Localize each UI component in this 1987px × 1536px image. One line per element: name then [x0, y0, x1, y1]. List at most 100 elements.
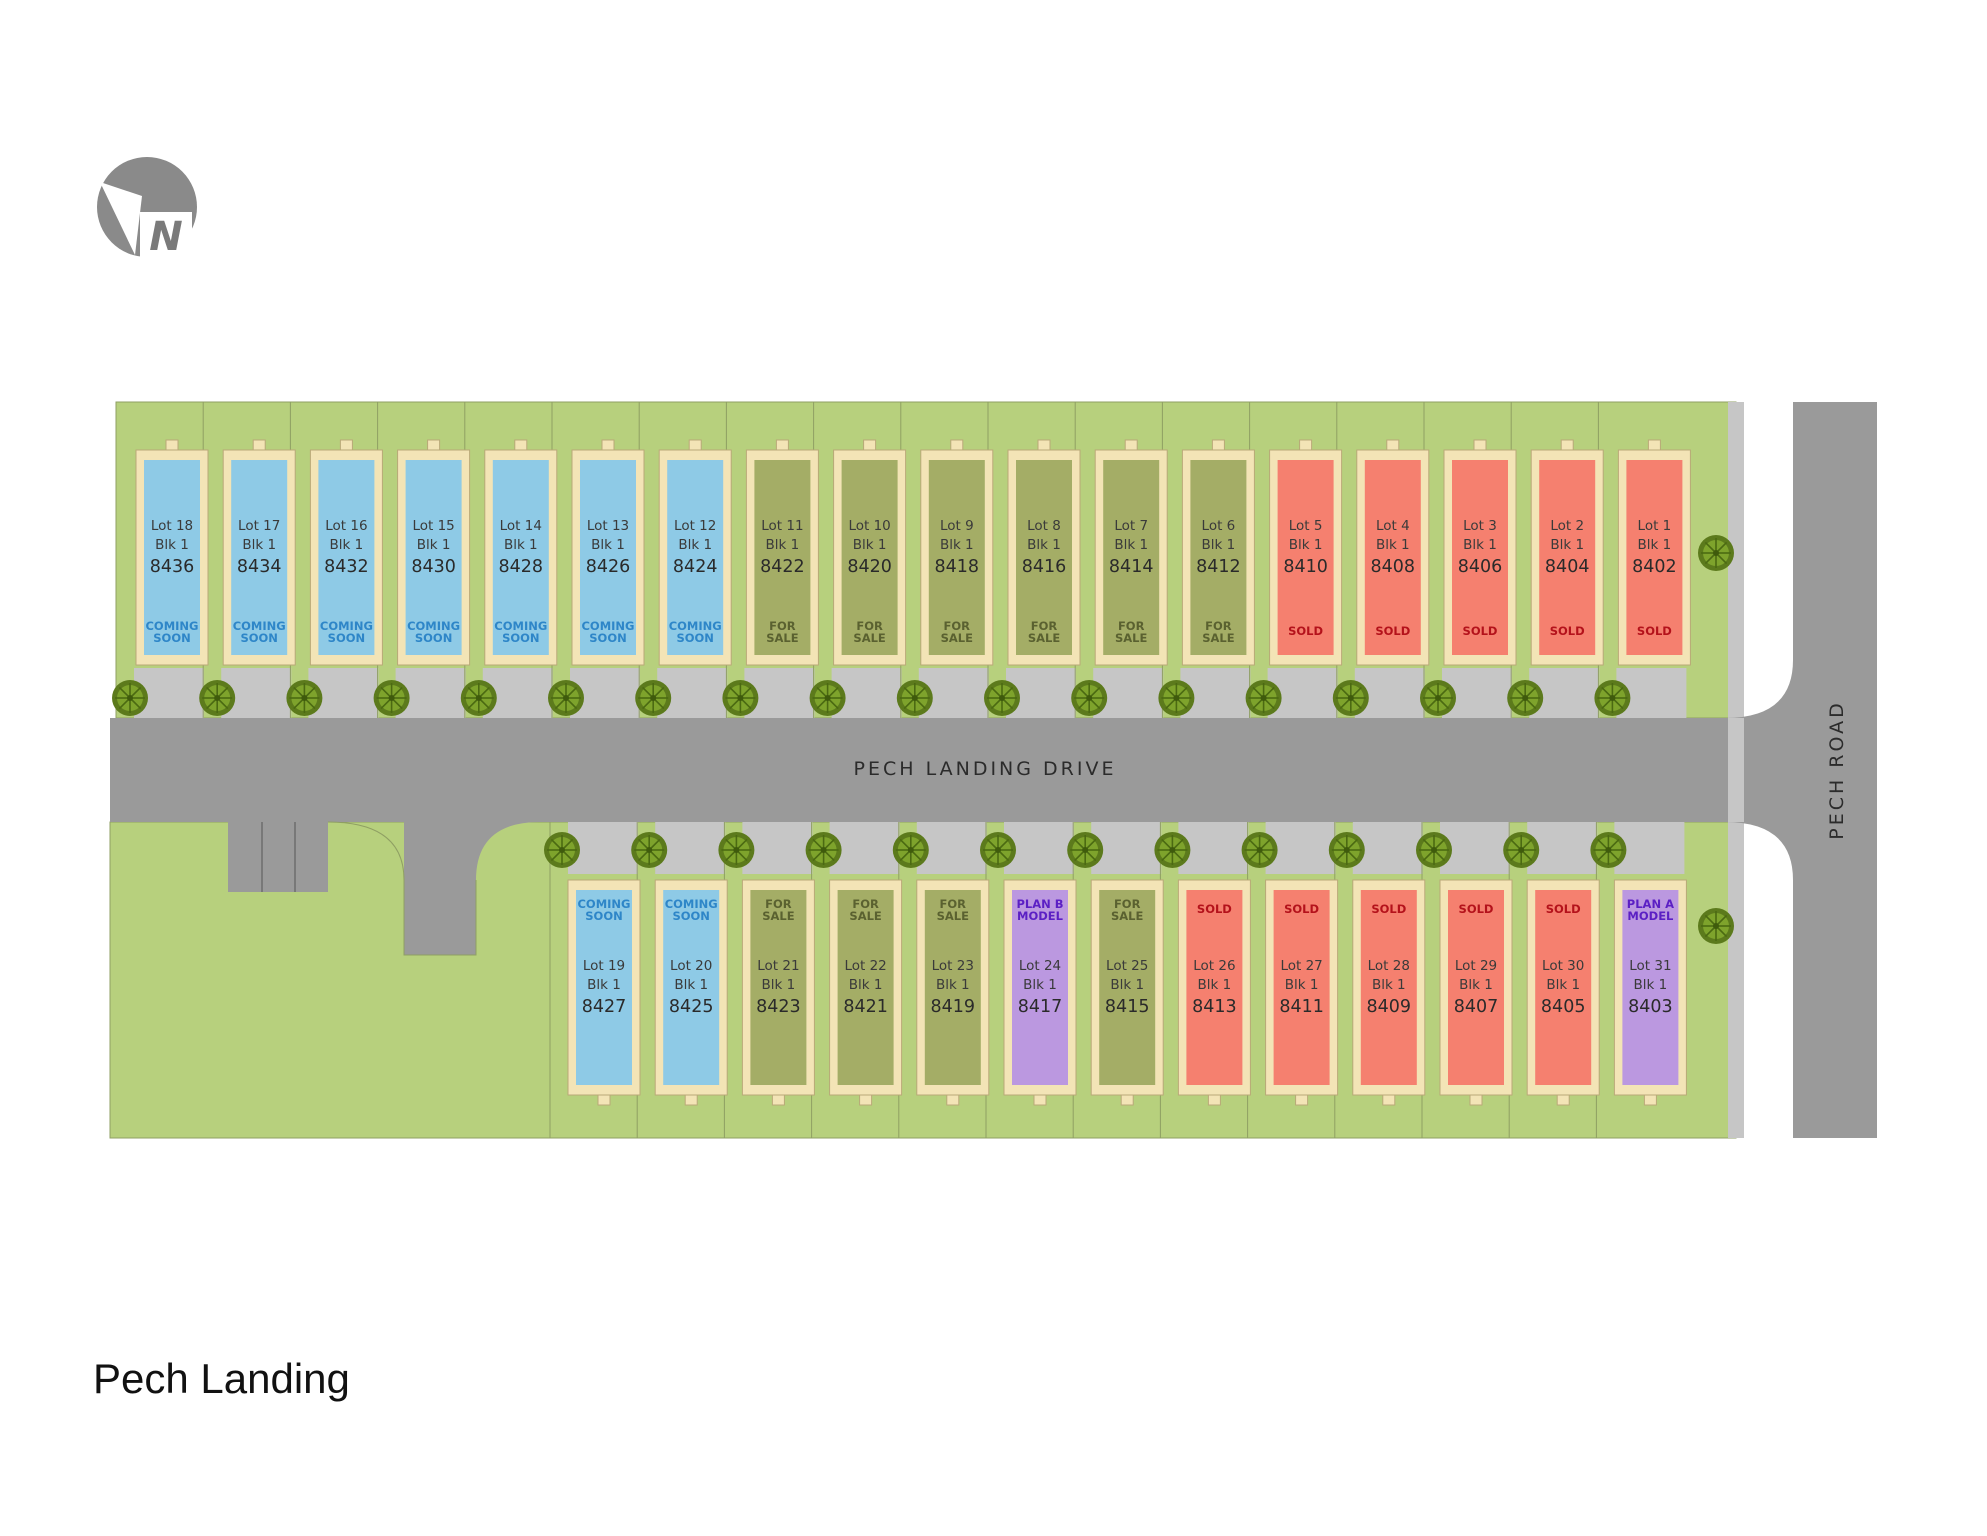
lot-block: Blk 1 [762, 977, 796, 993]
tree-icon [805, 832, 842, 868]
lot-status-label: COMING [233, 619, 286, 633]
lot-address: 8416 [1022, 557, 1067, 577]
lot-fill [144, 460, 200, 655]
lot-status-label: COMING [665, 897, 718, 911]
tree-icon [1503, 832, 1540, 868]
lot-fill [405, 460, 462, 655]
lot-bump [1033, 1094, 1047, 1106]
lot-status-label: FOR [852, 897, 879, 911]
lot-status-label: SOON [153, 631, 190, 645]
lot-block: Blk 1 [1376, 537, 1410, 553]
lot-address: 8412 [1196, 557, 1241, 577]
tree-icon [892, 832, 929, 868]
lot-block: Blk 1 [155, 537, 189, 553]
tree-icon [1245, 680, 1282, 716]
lot-fill [1103, 460, 1160, 655]
lot-number: Lot 13 [587, 518, 629, 534]
lot-number: Lot 23 [932, 958, 974, 974]
lot-bump [1124, 439, 1138, 451]
tree-icon [1420, 680, 1456, 716]
lot-status-label: SOON [415, 631, 452, 645]
lot-address: 8427 [582, 997, 627, 1017]
lot-address: 8411 [1279, 997, 1324, 1017]
parking-area [228, 822, 328, 892]
lot-bump [775, 439, 789, 451]
lot-block: Blk 1 [1202, 537, 1236, 553]
lot-fill [231, 460, 288, 655]
sidewalk [1728, 402, 1744, 1138]
tree-icon [631, 832, 668, 868]
lot-fill [663, 890, 720, 1085]
tree-icon [1594, 680, 1631, 716]
lot-block: Blk 1 [936, 977, 970, 993]
lot-bump [946, 1094, 960, 1106]
lot-block: Blk 1 [587, 977, 621, 993]
lot-status-label: FOR [765, 897, 792, 911]
lot-address: 8405 [1541, 997, 1586, 1017]
lot-fill [667, 460, 724, 655]
tree-icon [635, 680, 672, 716]
lot-bump [514, 439, 528, 451]
tree-icon [1698, 535, 1734, 571]
lot-number: Lot 17 [238, 518, 280, 534]
lot-block: Blk 1 [1289, 537, 1323, 553]
tree-icon [1332, 680, 1369, 716]
lot-number: Lot 24 [1019, 958, 1061, 974]
lot-block: Blk 1 [1114, 537, 1148, 553]
lot-status-label: SOLD [1284, 902, 1319, 916]
lot-fill [1626, 460, 1683, 655]
lot-number: Lot 27 [1280, 958, 1322, 974]
lot-status-label: SALE [766, 631, 799, 645]
lot-fill [754, 460, 811, 655]
lot-number: Lot 1 [1638, 518, 1672, 534]
lot-block: Blk 1 [330, 537, 364, 553]
lot-status-label: SOLD [1371, 902, 1406, 916]
lot-status-label: FOR [1118, 619, 1145, 633]
lot-fill [492, 460, 549, 655]
lot-status-label: SALE [1028, 631, 1061, 645]
lot-fill [576, 890, 632, 1085]
lot-address: 8409 [1367, 997, 1412, 1017]
side-street [404, 822, 540, 955]
lot-status-label: SOON [502, 631, 539, 645]
lot-number: Lot 31 [1629, 958, 1671, 974]
lot-status-label: COMING [320, 619, 373, 633]
lot-address: 8421 [843, 997, 888, 1017]
lot-status-label: SOLD [1546, 902, 1581, 916]
tree-icon [1067, 832, 1104, 868]
